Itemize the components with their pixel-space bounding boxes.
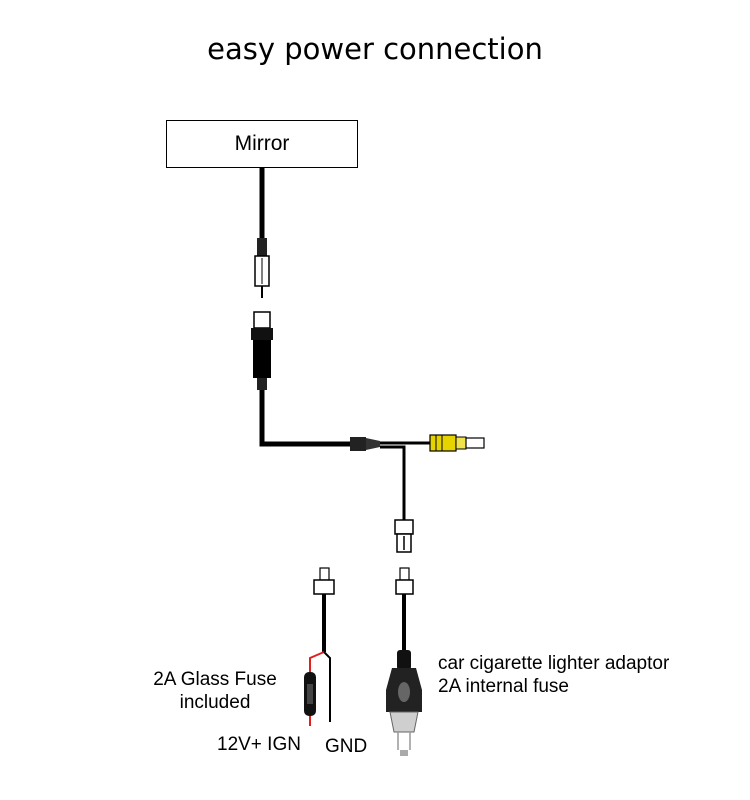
glass-fuse-holder xyxy=(304,672,316,716)
power-socket-lower xyxy=(395,567,414,595)
main-cable xyxy=(259,390,352,447)
ign-wire xyxy=(309,651,325,672)
power-branch-wire xyxy=(380,445,406,520)
fuse-harness-connector xyxy=(313,567,335,595)
mirror-box: Mirror xyxy=(166,120,358,168)
diagram-title: easy power connection xyxy=(207,32,543,66)
adaptor-label-line1: car cigarette lighter adaptor xyxy=(438,653,670,674)
fuse-label-line2: included xyxy=(179,692,251,713)
mirror-plug-connector xyxy=(254,238,270,298)
mirror-label: Mirror xyxy=(234,132,290,155)
power-plug-upper xyxy=(394,519,414,553)
cigarette-lighter-adaptor xyxy=(386,650,422,756)
gnd-label: GND xyxy=(325,736,368,757)
ign-label: 12V+ IGN xyxy=(217,734,301,755)
splitter xyxy=(350,437,380,451)
gnd-wire xyxy=(323,651,331,722)
adaptor-label: car cigarette lighter adaptor 2A interna… xyxy=(438,652,669,698)
fuse-label-line1: 2A Glass Fuse xyxy=(153,669,277,690)
adaptor-label-line2: 2A internal fuse xyxy=(438,676,569,697)
rca-connector xyxy=(429,434,485,452)
socket-connector xyxy=(251,311,273,390)
fuse-label: 2A Glass Fuse included xyxy=(130,668,300,714)
